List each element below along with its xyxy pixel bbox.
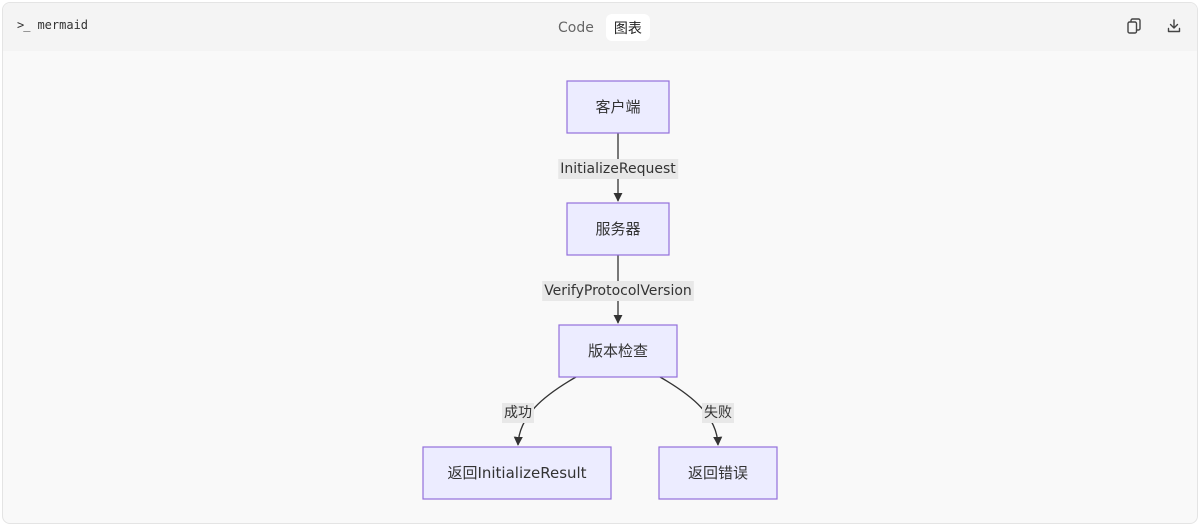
edge-label-check-ok: 成功 (502, 403, 534, 423)
node-box (566, 202, 670, 256)
terminal-icon: >_ (17, 18, 30, 32)
node-box (558, 324, 678, 378)
download-button[interactable] (1165, 17, 1183, 35)
edge-label-text: 失败 (704, 405, 732, 421)
edge-label-client-server: InitializeRequest (558, 159, 679, 179)
edge-label-text: 成功 (504, 405, 532, 421)
language-label: >_ mermaid (17, 18, 88, 32)
copy-icon (1127, 18, 1141, 34)
node-label: 服务器 (595, 220, 640, 238)
language-name: mermaid (37, 18, 89, 32)
copy-button[interactable] (1125, 17, 1143, 35)
tab-diagram[interactable]: 图表 (605, 14, 650, 41)
node-check: 版本检查 (558, 324, 678, 378)
node-server: 服务器 (566, 202, 670, 256)
code-block-toolbar: >_ mermaid Code 图表 (3, 3, 1197, 51)
edge-label-background (558, 159, 679, 179)
edge-label-background (542, 281, 694, 301)
edge-label-background (702, 403, 734, 423)
node-client: 客户端 (566, 80, 670, 134)
view-tabs: Code 图表 (550, 14, 650, 41)
edge-check-ok (513, 376, 577, 446)
edge-label-text: InitializeRequest (560, 161, 676, 177)
edge-label-server-check: VerifyProtocolVersion (542, 281, 694, 301)
node-box (566, 80, 670, 134)
node-label: 返回错误 (688, 464, 748, 482)
edge-label-background (502, 403, 534, 423)
edge-label-check-err: 失败 (702, 403, 734, 423)
toolbar-actions (1125, 17, 1183, 35)
node-box (658, 446, 778, 500)
node-label: 版本检查 (588, 342, 648, 360)
node-box (422, 446, 612, 500)
node-err: 返回错误 (658, 446, 778, 500)
node-label: 返回InitializeResult (447, 464, 586, 482)
edge-check-err (659, 376, 723, 446)
edge-label-text: VerifyProtocolVersion (544, 283, 692, 299)
download-icon (1167, 19, 1181, 33)
tab-code[interactable]: Code (558, 19, 594, 36)
node-label: 客户端 (595, 98, 640, 116)
node-ok: 返回InitializeResult (422, 446, 612, 500)
